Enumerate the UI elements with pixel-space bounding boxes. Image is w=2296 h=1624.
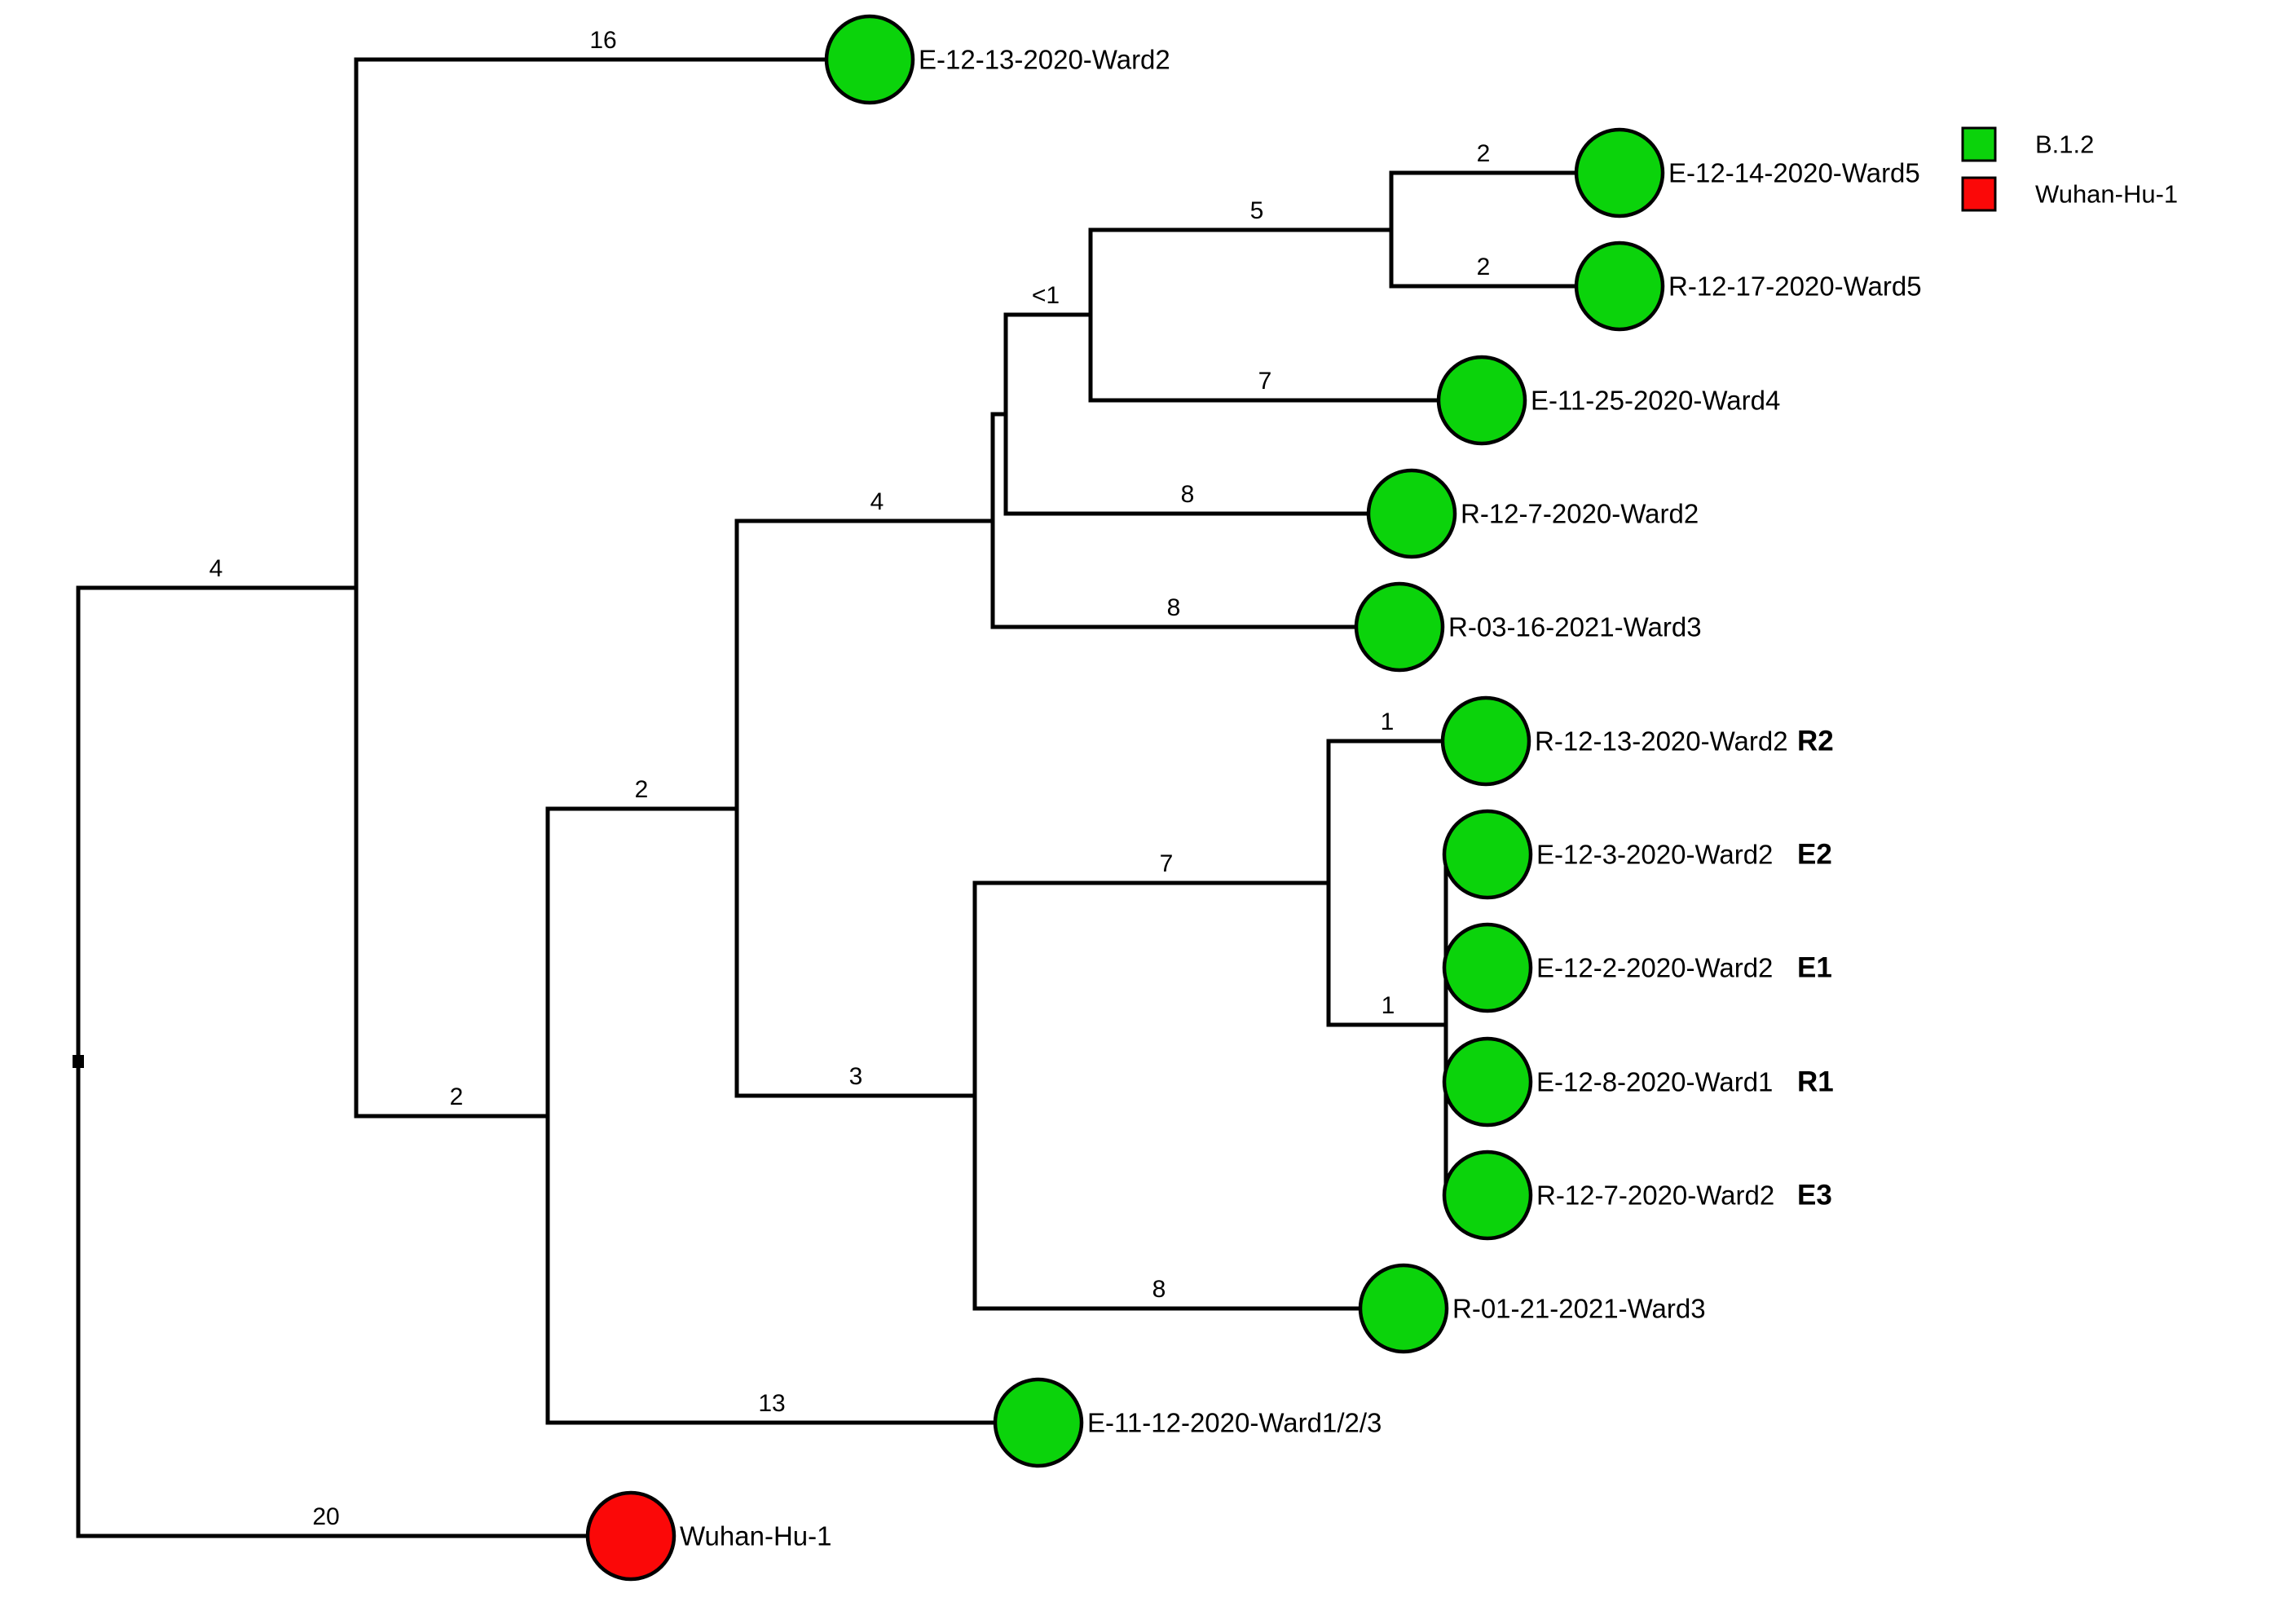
- tip-tag-label: R2: [1797, 726, 1834, 757]
- tip-node-circle: [1440, 695, 1531, 787]
- tip-node-circle: [585, 1490, 676, 1582]
- tip-label: R-12-13-2020-Ward2: [1535, 726, 1788, 757]
- tip-node-circle: [1442, 809, 1533, 900]
- tip-label: E-12-14-2020-Ward5: [1668, 158, 1920, 188]
- branch-length-label: 5: [1250, 197, 1264, 224]
- tip-label: R-12-17-2020-Ward5: [1668, 271, 1922, 302]
- tip-label: R-12-7-2020-Ward2: [1536, 1180, 1774, 1211]
- tip-label: E-12-3-2020-Ward2: [1536, 840, 1773, 870]
- tip-label: E-12-13-2020-Ward2: [919, 45, 1170, 75]
- branch-length-label: 4: [209, 555, 223, 582]
- tip-label: R-12-7-2020-Ward2: [1461, 499, 1699, 529]
- legend-swatch: [1961, 176, 1997, 212]
- legend-swatch: [1961, 126, 1997, 162]
- tip-node-circle: [1366, 468, 1457, 559]
- tip-label: E-12-2-2020-Ward2: [1536, 953, 1773, 983]
- branch-length-label: 8: [1152, 1276, 1166, 1303]
- tree-branches: [73, 57, 1579, 1538]
- tip-label: Wuhan-Hu-1: [680, 1521, 831, 1551]
- branch-length-label: 2: [450, 1083, 464, 1110]
- tip-node-circle: [824, 14, 915, 105]
- tip-tag-label: E3: [1797, 1180, 1832, 1211]
- branch-length-label: 4: [870, 488, 884, 515]
- tip-node-circle: [1442, 1036, 1533, 1128]
- tip-node-circle: [993, 1377, 1084, 1468]
- root-marker: [73, 1055, 84, 1068]
- tip-tag-label: E1: [1797, 952, 1832, 984]
- tip-node-circle: [1574, 127, 1665, 218]
- tree-tip-labels: E-12-13-2020-Ward2E-12-14-2020-Ward5R-12…: [680, 45, 1922, 1551]
- branch-length-label: 3: [849, 1063, 863, 1090]
- branch-length-label: 2: [1477, 140, 1491, 167]
- branch-length-label: 8: [1181, 481, 1195, 508]
- legend-label: B.1.2: [2035, 130, 2094, 159]
- tip-node-circle: [1442, 1150, 1533, 1241]
- tip-node-circle: [1358, 1263, 1449, 1354]
- branch-length-label: 2: [635, 776, 649, 803]
- tree-tip-nodes: [585, 14, 1665, 1582]
- tip-label: E-12-8-2020-Ward1: [1536, 1067, 1773, 1097]
- tip-label: R-01-21-2021-Ward3: [1452, 1294, 1706, 1324]
- legend-label: Wuhan-Hu-1: [2035, 180, 2178, 209]
- tip-tag-label: R1: [1797, 1066, 1834, 1098]
- branch-length-label: 2: [1477, 254, 1491, 280]
- branch-length-label: 20: [312, 1503, 339, 1530]
- tip-node-circle: [1574, 241, 1665, 332]
- branch-length-label: 16: [589, 27, 616, 54]
- tip-node-circle: [1436, 355, 1527, 446]
- branch-length-label: 8: [1167, 594, 1181, 621]
- branch-length-label: 13: [758, 1390, 785, 1417]
- tip-tag-label: E2: [1797, 839, 1832, 871]
- tip-label: E-11-12-2020-Ward1/2/3: [1087, 1408, 1382, 1438]
- tip-label: E-11-25-2020-Ward4: [1531, 386, 1780, 416]
- branch-length-label: 7: [1258, 368, 1272, 395]
- tip-node-circle: [1442, 922, 1533, 1013]
- branch-length-label: 1: [1382, 992, 1395, 1019]
- branch-length-label: <1: [1032, 282, 1060, 309]
- tip-label: R-03-16-2021-Ward3: [1448, 612, 1702, 642]
- branch-length-label: 7: [1160, 850, 1174, 877]
- branch-length-label: 1: [1381, 708, 1395, 735]
- tip-node-circle: [1354, 581, 1445, 673]
